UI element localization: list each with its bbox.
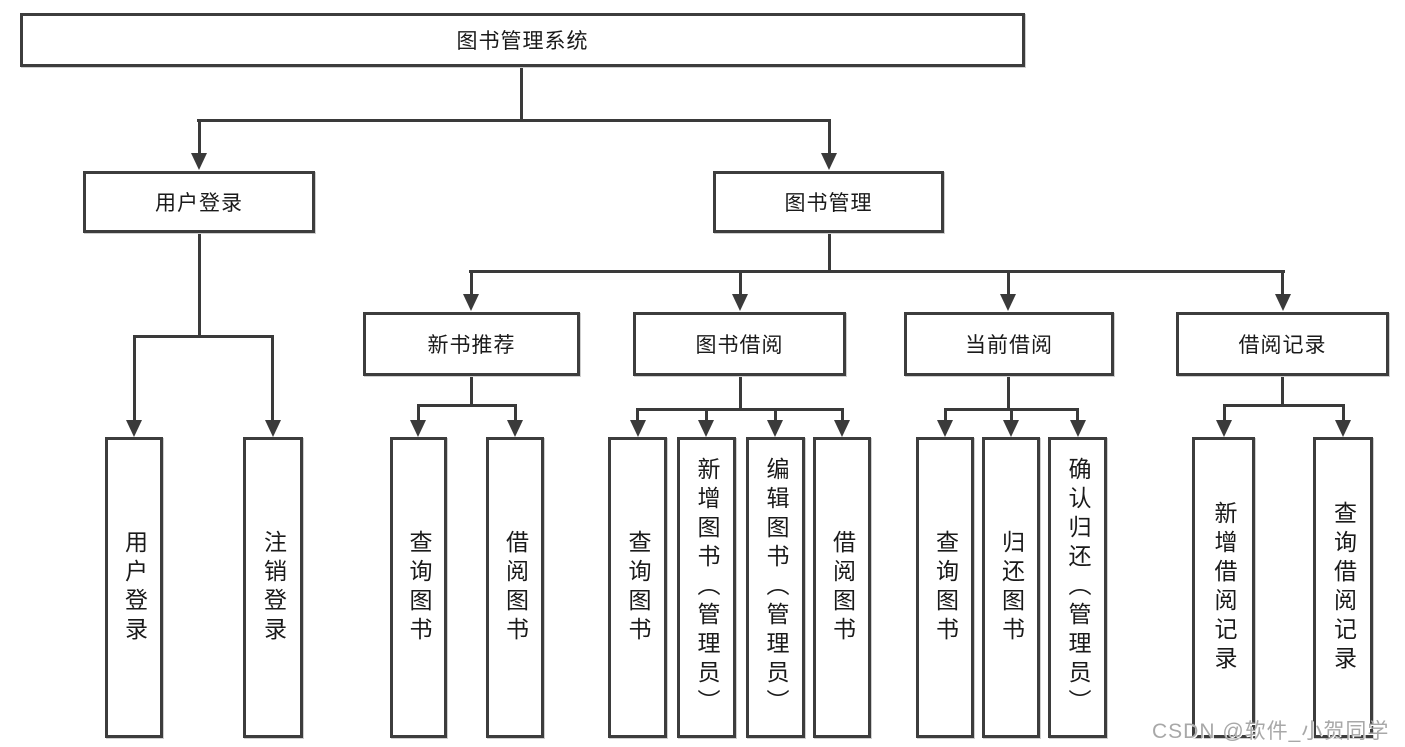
connector-line (197, 119, 831, 122)
node-current-borrowing: 当前借阅 (904, 312, 1114, 376)
arrow-down-icon (410, 420, 426, 437)
connector-line (828, 233, 831, 272)
connector-line (470, 376, 473, 407)
connector-line (636, 410, 639, 422)
node-label: 用户登录 (121, 529, 148, 646)
node-label: 查询图书 (625, 529, 651, 646)
connector-line (198, 233, 201, 337)
arrow-down-icon (1275, 294, 1291, 311)
leaf-query-books-recommend: 查询图书 (390, 437, 447, 738)
node-label: 借阅图书 (502, 529, 529, 646)
node-label: 图书管理系统 (456, 30, 589, 53)
connector-line (739, 376, 742, 410)
arrow-down-icon (126, 420, 142, 437)
node-label: 归还图书 (998, 529, 1025, 646)
connector-line (417, 404, 517, 407)
connector-line (1010, 410, 1013, 422)
node-label: 借阅记录 (1238, 334, 1327, 357)
arrow-down-icon (1003, 420, 1019, 437)
connector-line (469, 270, 1285, 273)
arrow-down-icon (732, 294, 748, 311)
connector-line (944, 410, 947, 422)
node-label: 新书推荐 (427, 334, 516, 357)
node-label: 借阅图书 (829, 529, 856, 646)
connector-line (198, 119, 201, 156)
leaf-query-books-current: 查询图书 (916, 437, 974, 738)
connector-line (1281, 376, 1284, 407)
node-user-login: 用户登录 (83, 171, 315, 233)
leaf-confirm-return-admin: 确认归还（管理员） (1048, 437, 1107, 738)
node-book-borrowing: 图书借阅 (633, 312, 846, 376)
leaf-borrow-books: 借阅图书 (813, 437, 871, 738)
leaf-query-books-borrowing: 查询图书 (608, 437, 667, 738)
node-book-management: 图书管理 (713, 171, 944, 233)
node-borrow-records: 借阅记录 (1176, 312, 1389, 376)
node-label: 编辑图书（管理员） (763, 457, 789, 718)
node-label: 查询图书 (406, 529, 432, 646)
leaf-user-login: 用户登录 (105, 437, 163, 738)
node-label: 新增借阅记录 (1211, 500, 1237, 675)
leaf-edit-books-admin: 编辑图书（管理员） (746, 437, 805, 738)
node-root: 图书管理系统 (20, 13, 1025, 67)
node-new-book-recommend: 新书推荐 (363, 312, 580, 376)
arrow-down-icon (463, 294, 479, 311)
arrow-down-icon (1070, 420, 1086, 437)
arrow-down-icon (937, 420, 953, 437)
arrow-down-icon (698, 420, 714, 437)
connector-line (828, 119, 831, 156)
leaf-add-borrow-record: 新增借阅记录 (1192, 437, 1255, 738)
node-label: 查询借阅记录 (1330, 500, 1357, 675)
connector-line (271, 337, 274, 422)
arrow-down-icon (1335, 420, 1351, 437)
connector-line (417, 406, 420, 422)
arrow-down-icon (1000, 294, 1016, 311)
arrow-down-icon (507, 420, 523, 437)
connector-line (739, 272, 742, 296)
arrow-down-icon (191, 153, 207, 170)
node-label: 确认归还（管理员） (1065, 457, 1091, 718)
leaf-logout: 注销登录 (243, 437, 303, 738)
connector-line (841, 410, 844, 422)
connector-line (1076, 410, 1079, 422)
connector-line (1281, 272, 1284, 296)
arrow-down-icon (821, 153, 837, 170)
arrow-down-icon (767, 420, 783, 437)
arrow-down-icon (1216, 420, 1232, 437)
connector-line (133, 337, 136, 422)
arrow-down-icon (834, 420, 850, 437)
leaf-query-borrow-record: 查询借阅记录 (1313, 437, 1373, 738)
connector-line (944, 408, 1079, 411)
node-label: 注销登录 (260, 529, 287, 646)
arrow-down-icon (265, 420, 281, 437)
leaf-borrow-books-recommend: 借阅图书 (486, 437, 544, 738)
connector-line (520, 67, 523, 121)
connector-line (1342, 406, 1345, 422)
connector-line (1223, 404, 1345, 407)
connector-line (133, 335, 274, 338)
connector-line (470, 272, 473, 296)
connector-line (1007, 272, 1010, 296)
node-label: 图书借阅 (695, 334, 784, 357)
connector-line (1007, 376, 1010, 410)
connector-line (514, 406, 517, 422)
node-label: 查询图书 (932, 529, 959, 646)
node-label: 当前借阅 (965, 334, 1053, 357)
node-label: 用户登录 (155, 192, 243, 215)
leaf-return-books: 归还图书 (982, 437, 1040, 738)
node-label: 新增图书（管理员） (694, 457, 720, 718)
connector-line (636, 408, 844, 411)
node-label: 图书管理 (784, 192, 873, 215)
connector-line (774, 410, 777, 422)
leaf-add-books-admin: 新增图书（管理员） (677, 437, 736, 738)
connector-line (705, 410, 708, 422)
arrow-down-icon (630, 420, 646, 437)
csdn-watermark: CSDN @软件_小贺同学 (1152, 720, 1390, 743)
connector-line (1223, 406, 1226, 422)
